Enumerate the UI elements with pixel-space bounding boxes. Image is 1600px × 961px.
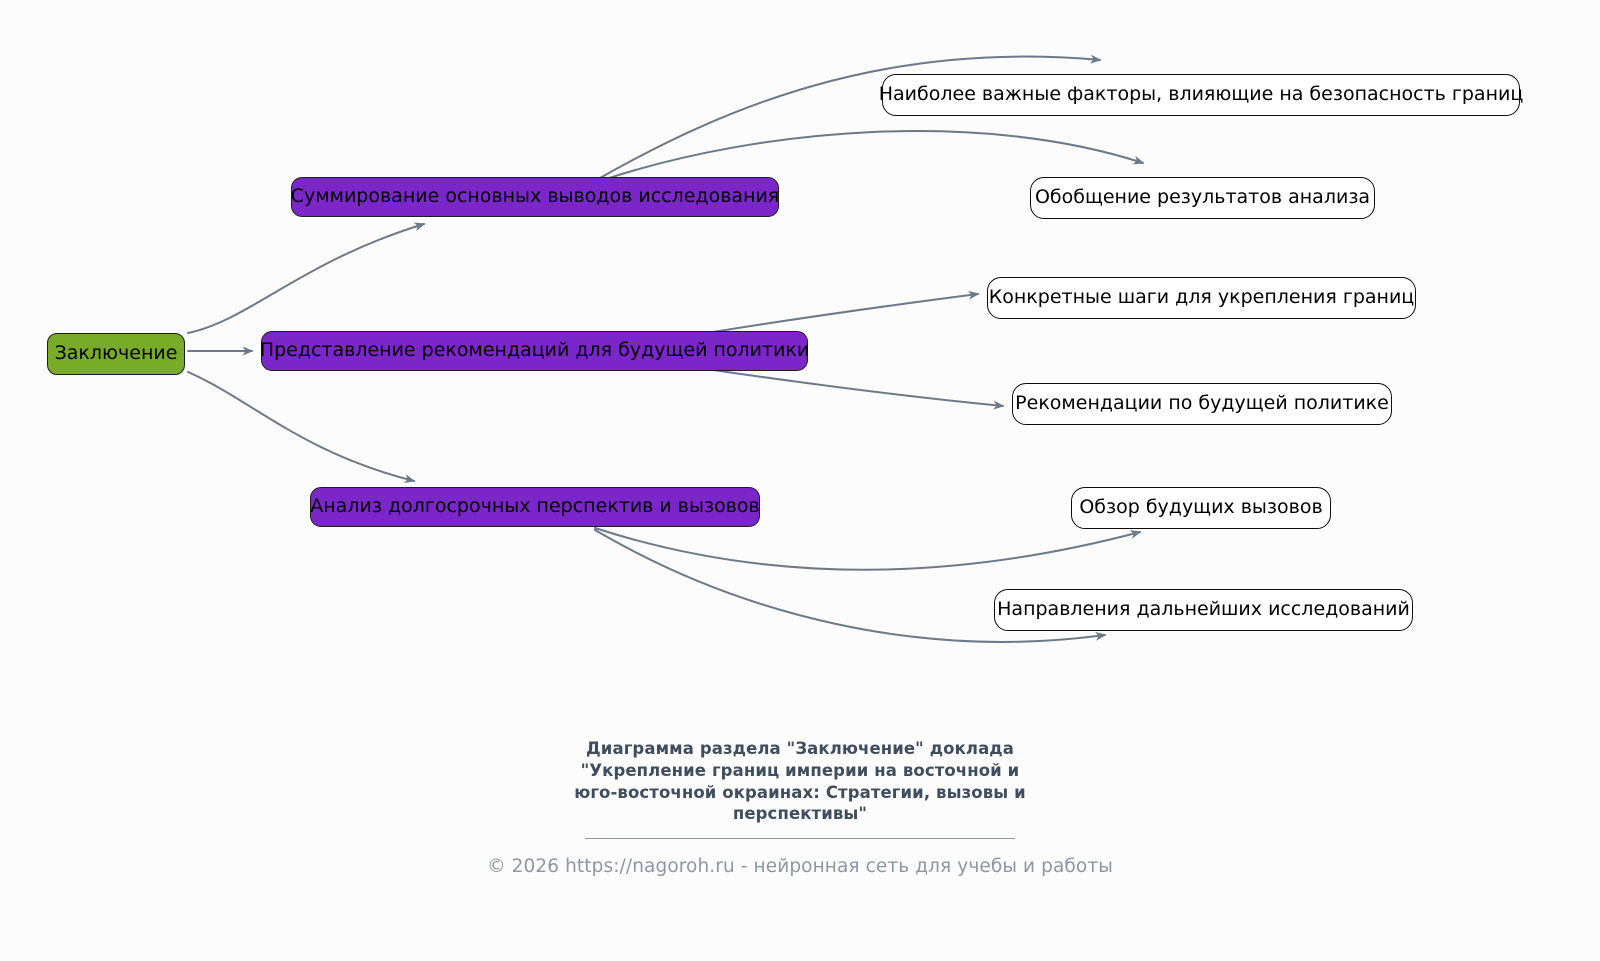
caption-block: Диаграмма раздела "Заключение" доклада "… [0,738,1600,877]
node-label: Направления дальнейших исследований [997,598,1410,621]
node-branch-branch-2[interactable]: Представление рекомендаций для будущей п… [259,331,810,371]
node-label: Обобщение результатов анализа [1034,186,1371,209]
diagram-edge [712,290,980,333]
diagram-edge [602,130,1145,181]
node-label: Анализ долгосрочных перспектив и вызовов [310,495,760,518]
node-root-root[interactable]: Заключение [47,333,185,375]
caption-footer: © 2026 https://nagoroh.ru - нейронная се… [487,856,1113,878]
caption-title: Диаграмма раздела "Заключение" доклада "… [574,739,1026,824]
node-leaf-leaf-3-2[interactable]: Направления дальнейших исследований [994,589,1413,631]
node-label: Заключение [54,342,178,365]
node-label: Суммирование основных выводов исследован… [290,185,780,208]
node-leaf-leaf-2-2[interactable]: Рекомендации по будущей политике [1012,383,1392,425]
node-label: Представление рекомендаций для будущей п… [259,339,810,362]
node-leaf-leaf-1-2[interactable]: Обобщение результатов анализа [1030,177,1375,219]
diagram-edge [594,527,1142,571]
node-leaf-leaf-2-1[interactable]: Конкретные шаги для укрепления границ [987,277,1416,319]
diagram-edge [187,222,426,334]
node-leaf-leaf-3-1[interactable]: Обзор будущих вызовов [1071,487,1331,529]
node-leaf-leaf-1-1[interactable]: Наиболее важные факторы, влияющие на без… [879,74,1523,116]
node-label: Обзор будущих вызовов [1079,496,1323,519]
diagram-edge [187,371,416,484]
node-label: Конкретные шаги для укрепления границ [988,286,1415,309]
caption-divider [585,838,1015,840]
node-label: Наиболее важные факторы, влияющие на без… [878,83,1524,106]
node-branch-branch-3[interactable]: Анализ долгосрочных перспектив и вызовов [310,487,760,527]
diagram-edge [712,369,1005,410]
node-branch-branch-1[interactable]: Суммирование основных выводов исследован… [291,177,779,217]
node-label: Рекомендации по будущей политике [1015,392,1389,415]
